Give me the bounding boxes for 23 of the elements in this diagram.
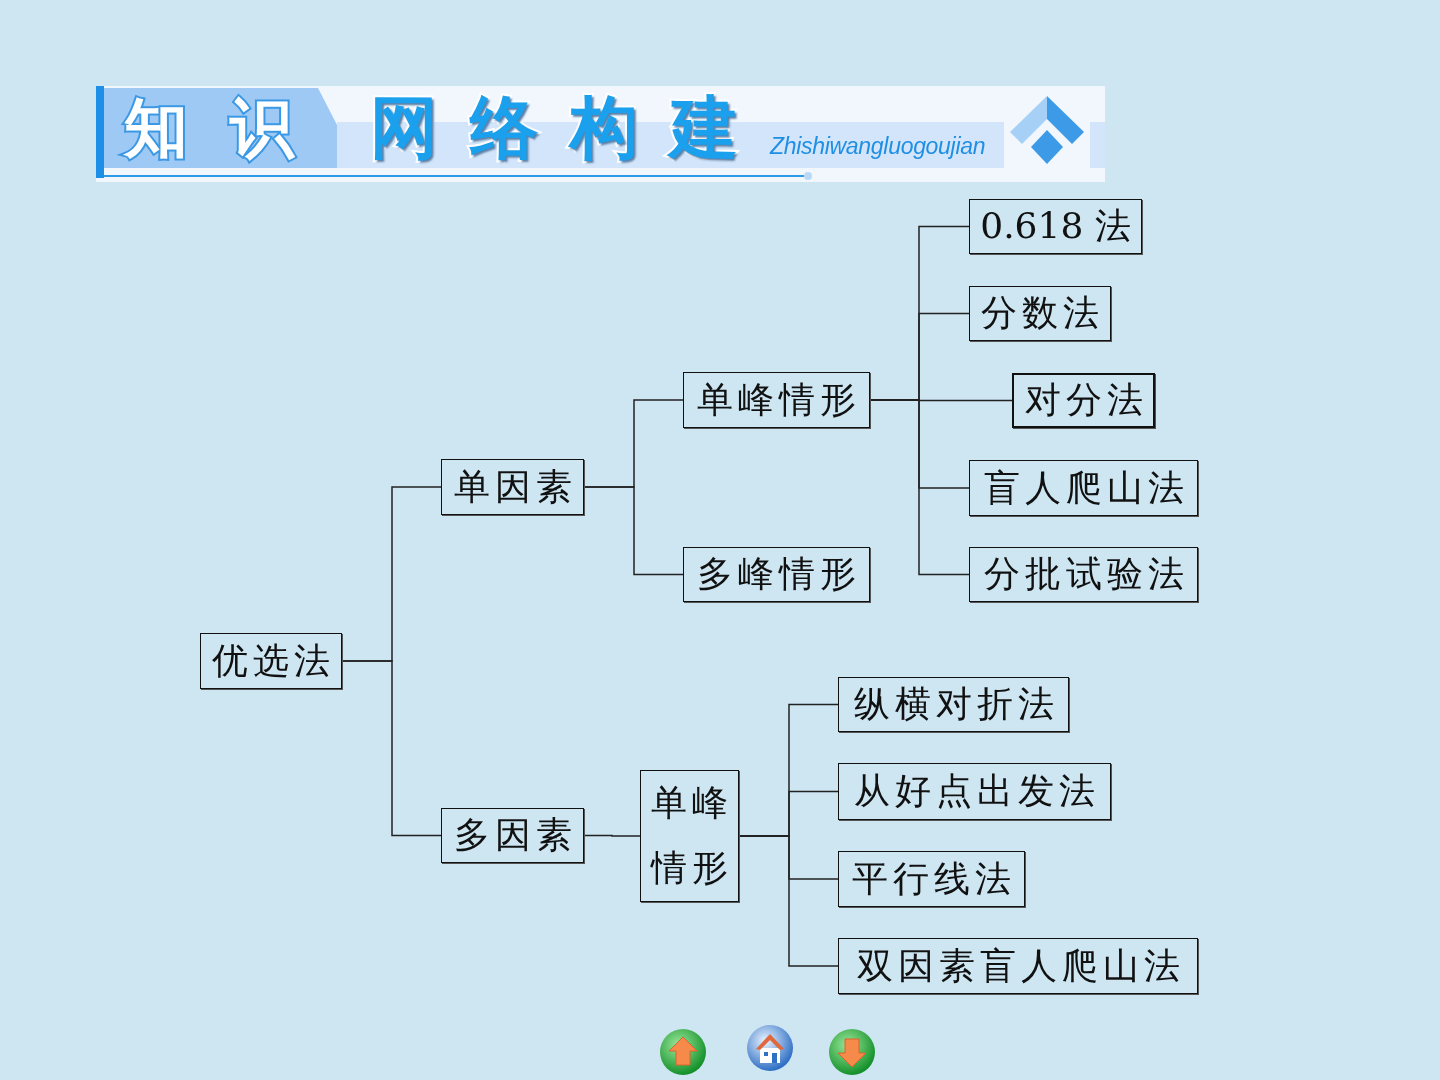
topic-box: 从好点出发法: [838, 763, 1111, 820]
subtitle-text: Zhishiwangluogoujian: [770, 132, 986, 161]
topic-box: 多因素: [441, 808, 584, 863]
heading-text: 知识: [124, 90, 294, 167]
heading-text: 网络构建: [370, 88, 738, 168]
topic-box: 0.618 法: [969, 199, 1142, 254]
topic-box: 多峰情形: [683, 547, 870, 602]
topic-box: 单峰情形: [683, 372, 870, 428]
topic-box: 单峰情形: [640, 770, 739, 902]
topic-box: 平行线法: [838, 851, 1025, 907]
connector-line: [738, 835, 839, 967]
topic-box: 优选法: [200, 633, 342, 689]
connector-line: [869, 399, 970, 576]
topic-box: 盲人爬山法: [969, 460, 1198, 516]
topic-box: 对分法: [1012, 373, 1155, 428]
topic-box: 分数法: [969, 286, 1111, 341]
connector-line: [583, 834, 641, 837]
topic-box: 单因素: [441, 459, 584, 515]
connector-line: [583, 486, 684, 576]
topic-box: 分批试验法: [969, 547, 1198, 602]
topic-box: 纵横对折法: [838, 677, 1069, 732]
topic-box: 双因素盲人爬山法: [838, 938, 1198, 994]
connector-line: [341, 660, 442, 837]
